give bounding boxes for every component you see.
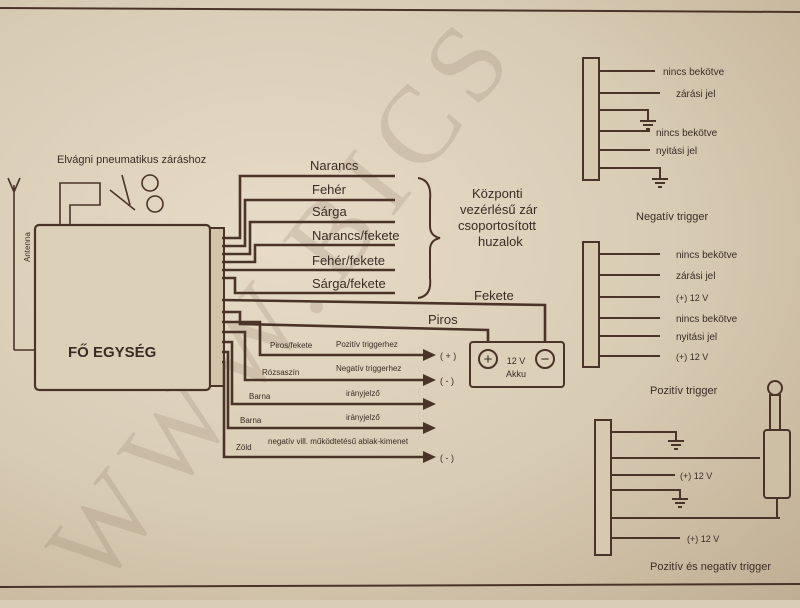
wire-label-5: Fehér/fekete [312,253,385,268]
combined-trigger-title: Pozitív és negatív trigger [650,561,771,573]
battery-box [469,341,565,388]
wire-label-3: Sárga [312,204,347,219]
top-border-line [0,7,800,13]
bottom-border-line [0,583,800,588]
pos-pin-label-2: zárási jel [676,271,715,282]
red-wire [222,310,490,345]
main-unit-box [33,223,212,392]
positive-trigger-pins [599,253,660,357]
lower-wire-sign-2: ( - ) [440,376,454,386]
ground-icon [668,440,684,450]
lower-wire-sign-5: ( - ) [440,453,454,463]
pos-pin-label-3: (+) 12 V [676,293,708,303]
battery-plus-sign: + [484,351,493,368]
battery-negative-terminal [535,349,555,369]
ground-icon [640,120,656,130]
neg-pin-label-1: nincs bekötve [663,67,725,78]
scissors-icon [109,174,164,213]
antenna-label: Antenna [23,232,32,262]
battery-positive-terminal [478,349,498,369]
lower-wire-color-2: Rózsaszín [262,368,299,377]
ground-icon [652,178,668,188]
lower-wire-color-4: Barna [240,416,262,425]
lower-wire-color-5: Zöld [236,443,252,452]
lower-wire-desc-3: irányjelző [346,389,380,398]
positive-trigger-title: Pozitív trigger [650,385,718,397]
ground-icon [672,498,688,508]
cut-note-label: Elvágni pneumatikus záráshoz [57,154,206,166]
black-wire-label: Fekete [474,288,514,303]
lower-wire-color-1: Piros/fekete [270,341,313,350]
wire-label-4: Narancs/fekete [312,228,399,243]
combo-pin-label-2: (+) 12 V [687,534,719,544]
main-unit-label: FŐ EGYSÉG [68,343,156,361]
pos-pin-label-1: nincs bekötve [676,250,738,261]
wire-arrows [423,349,436,463]
pos-pin-label-5: nyitási jel [676,332,717,343]
lower-wire-desc-4: irányjelző [346,413,380,422]
neg-pin-label-3: nincs bekötve [656,128,718,139]
lower-wire-desc-1: Pozitív triggerhez [336,340,398,349]
black-wire [221,298,547,345]
lower-wire-desc-2: Negatív triggerhez [336,364,401,373]
main-unit-connector [209,227,225,387]
central-group-label-3: csoportosított [458,218,536,233]
central-lock-wires [222,174,395,295]
combined-trigger-pins [611,431,780,539]
negative-trigger-pins [599,70,661,178]
battery-label: Akku [506,369,526,379]
battery-voltage-label: 12 V [507,356,526,366]
combined-trigger-connector [594,419,612,556]
central-group-label-1: Központi [472,186,523,201]
central-group-label-2: vezérlésű zár [460,202,538,217]
neg-pin-label-4: nyitási jel [656,146,697,157]
battery-minus-sign: − [541,351,550,368]
negative-trigger-connector [582,57,600,181]
positive-trigger-connector [582,241,600,368]
wire-label-6: Sárga/fekete [312,276,386,291]
lower-wire-sign-1: ( + ) [440,351,456,361]
pneumatic-loop [59,182,101,228]
pos-pin-label-4: nincs bekötve [676,314,738,325]
antenna-icon [7,177,35,351]
group-brace [417,177,441,299]
central-group-label-4: huzalok [478,234,523,249]
combo-pin-label-1: (+) 12 V [680,471,712,481]
wire-label-1: Narancs [310,158,359,173]
lower-wires [222,320,425,459]
lower-wire-color-3: Barna [249,392,271,401]
pos-pin-label-6: (+) 12 V [676,352,708,362]
negative-trigger-title: Negatív trigger [636,211,708,223]
red-wire-label: Piros [428,312,458,327]
wire-label-2: Fehér [312,182,347,197]
neg-pin-label-2: zárási jel [676,89,715,100]
lower-wire-desc-5: negatív vill. működtetésű ablak-kimenet [268,437,409,446]
lock-actuator-icon [763,380,791,518]
